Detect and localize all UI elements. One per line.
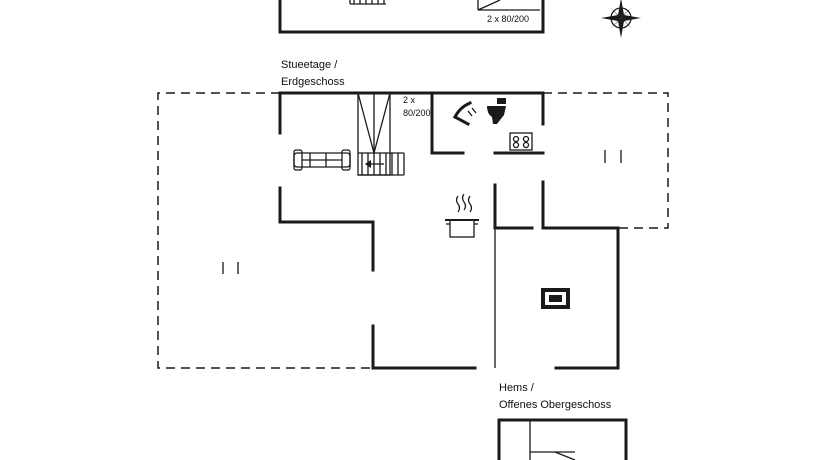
bed-loft-icon	[529, 420, 576, 460]
window-right	[604, 150, 622, 163]
cooking-pot-icon	[445, 193, 479, 238]
bed-top-icon	[477, 0, 540, 11]
ground-bed-label-line2: 80/200	[403, 108, 431, 118]
stairs-icon	[357, 92, 405, 176]
sofa-icon	[293, 149, 351, 171]
toilet-icon	[487, 98, 506, 124]
loft-label-line2: Offenes Obergeschoss	[499, 399, 612, 411]
stove-icon	[509, 132, 533, 151]
shower-icon	[452, 101, 477, 127]
ground-floor-walls	[278, 91, 620, 370]
stairs-top-fragment	[349, 0, 386, 5]
window-left	[222, 262, 239, 274]
terrace-left-outline	[157, 92, 373, 369]
ground-floor-label-line2: Erdgeschoss	[281, 76, 345, 88]
upper-floor-fragment: 2 x 80/200	[278, 0, 545, 34]
ground-bed-label-line1: 2 x	[403, 95, 416, 105]
bed-top-label: 2 x 80/200	[487, 14, 529, 24]
tv-icon	[541, 288, 570, 309]
terrace-right-outline	[543, 92, 669, 229]
ground-floor-label-line1: Stueetage /	[281, 59, 338, 71]
loft-label-line1: Hems /	[499, 382, 535, 394]
loft-floor-fragment	[497, 418, 628, 460]
compass-rose-icon	[601, 0, 641, 38]
